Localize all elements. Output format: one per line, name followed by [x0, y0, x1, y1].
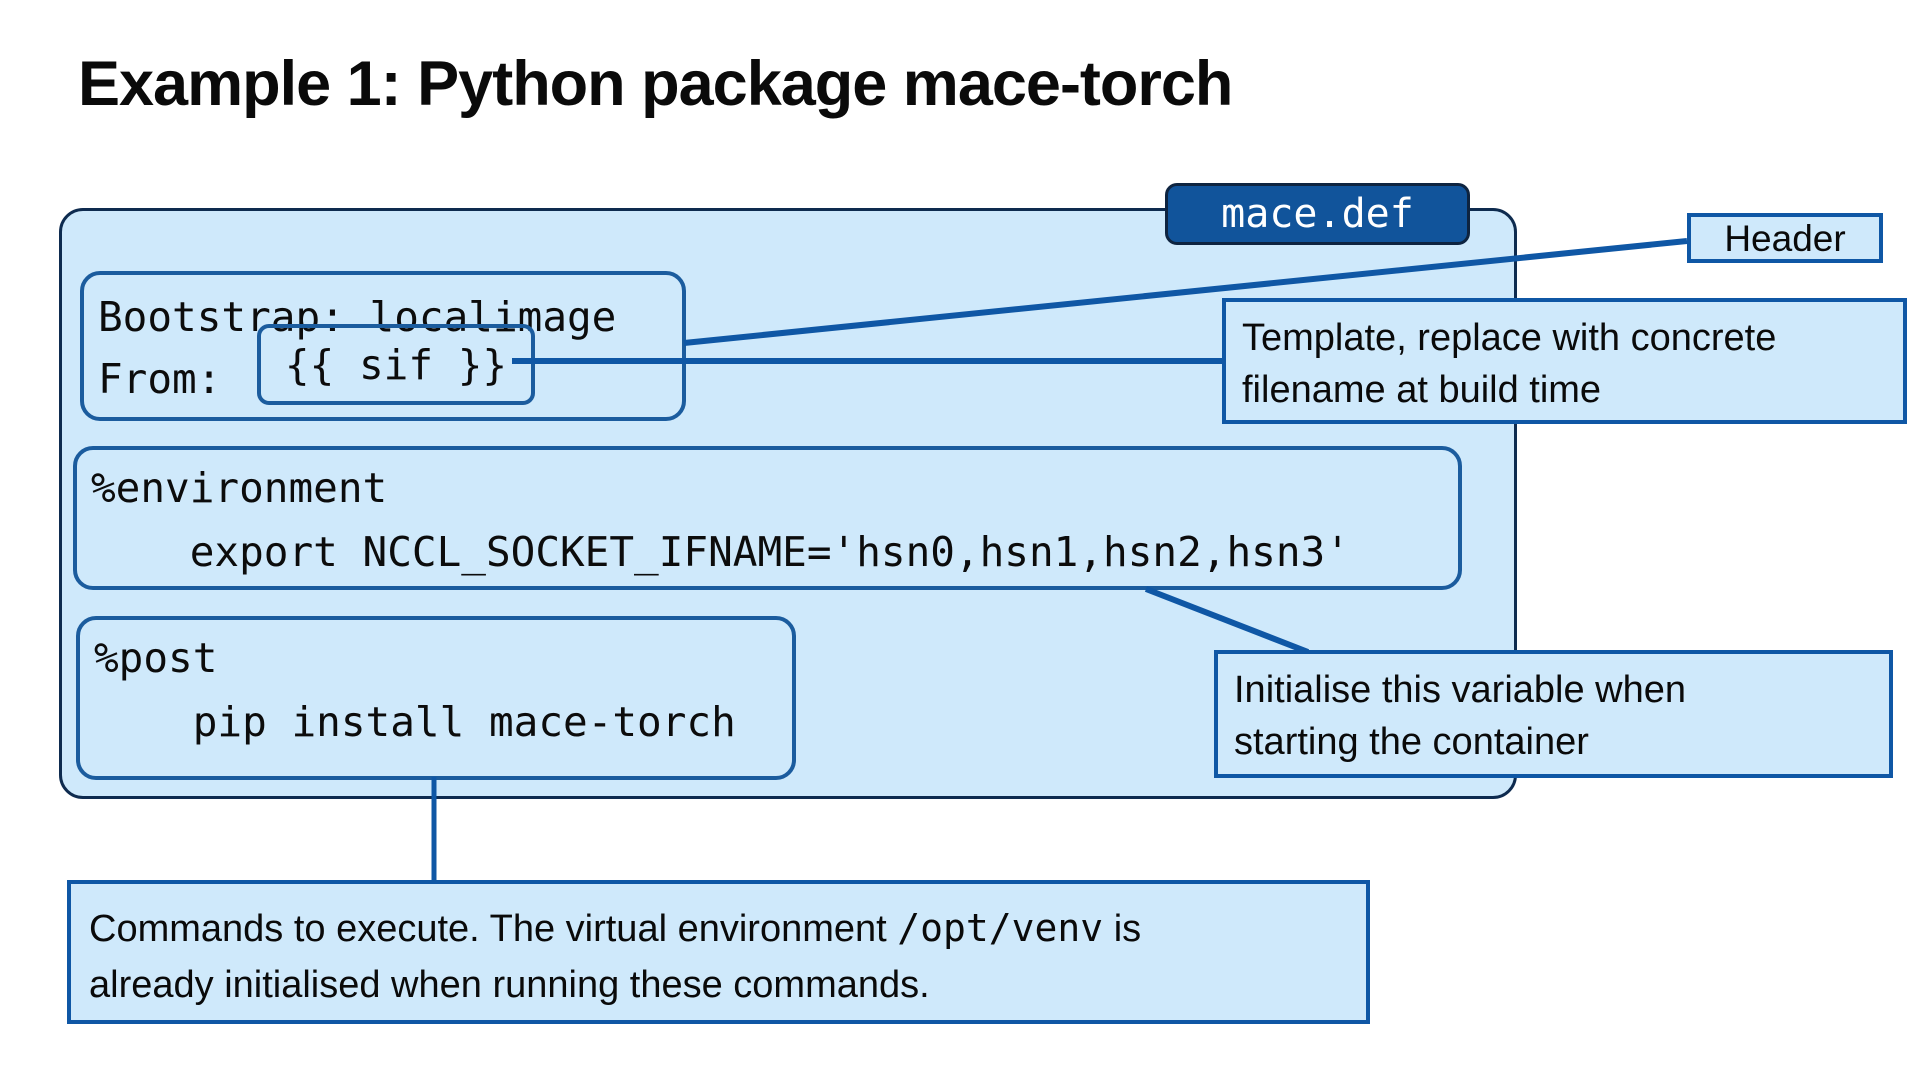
slide-title: Example 1: Python package mace-torch [78, 49, 1233, 119]
code-block-header: Bootstrap: localimage From: {{ sif }} [80, 271, 686, 421]
callout-template-line2: filename at build time [1242, 369, 1602, 411]
callout-commands-line1-post: is [1103, 908, 1142, 950]
callout-header-text: Header [1724, 217, 1846, 259]
template-variable-text: {{ sif }} [284, 340, 508, 389]
code-block-post: %post pip install mace-torch [76, 616, 796, 780]
callout-initialise: Initialise this variable when starting t… [1214, 650, 1893, 778]
filename-badge-label: mace.def [1221, 191, 1414, 237]
code-line-post: %post [94, 634, 218, 682]
callout-commands: Commands to execute. The virtual environ… [67, 880, 1370, 1024]
callout-template: Template, replace with concrete filename… [1222, 298, 1907, 424]
callout-initialise-line1: Initialise this variable when [1234, 669, 1687, 711]
code-block-environment: %environment export NCCL_SOCKET_IFNAME='… [73, 446, 1462, 590]
callout-commands-line1-pre: Commands to execute. The virtual environ… [89, 908, 898, 950]
code-line-pip-install: pip install mace-torch [94, 698, 736, 746]
callout-commands-line2: already initialised when running these c… [89, 964, 930, 1006]
callout-commands-line1: Commands to execute. The virtual environ… [89, 900, 1366, 957]
code-line-bootstrap: Bootstrap: localimage [98, 293, 617, 341]
filename-badge: mace.def [1165, 183, 1470, 245]
code-line-environment: %environment [91, 464, 388, 512]
callout-header: Header [1687, 213, 1883, 263]
callout-commands-inline-code: /opt/venv [897, 906, 1104, 950]
template-variable-box: {{ sif }} [257, 324, 535, 405]
code-line-export: export NCCL_SOCKET_IFNAME='hsn0,hsn1,hsn… [91, 528, 1350, 576]
code-line-from: From: [98, 355, 247, 403]
callout-initialise-line2: starting the container [1234, 721, 1589, 763]
callout-template-line1: Template, replace with concrete [1242, 317, 1777, 359]
